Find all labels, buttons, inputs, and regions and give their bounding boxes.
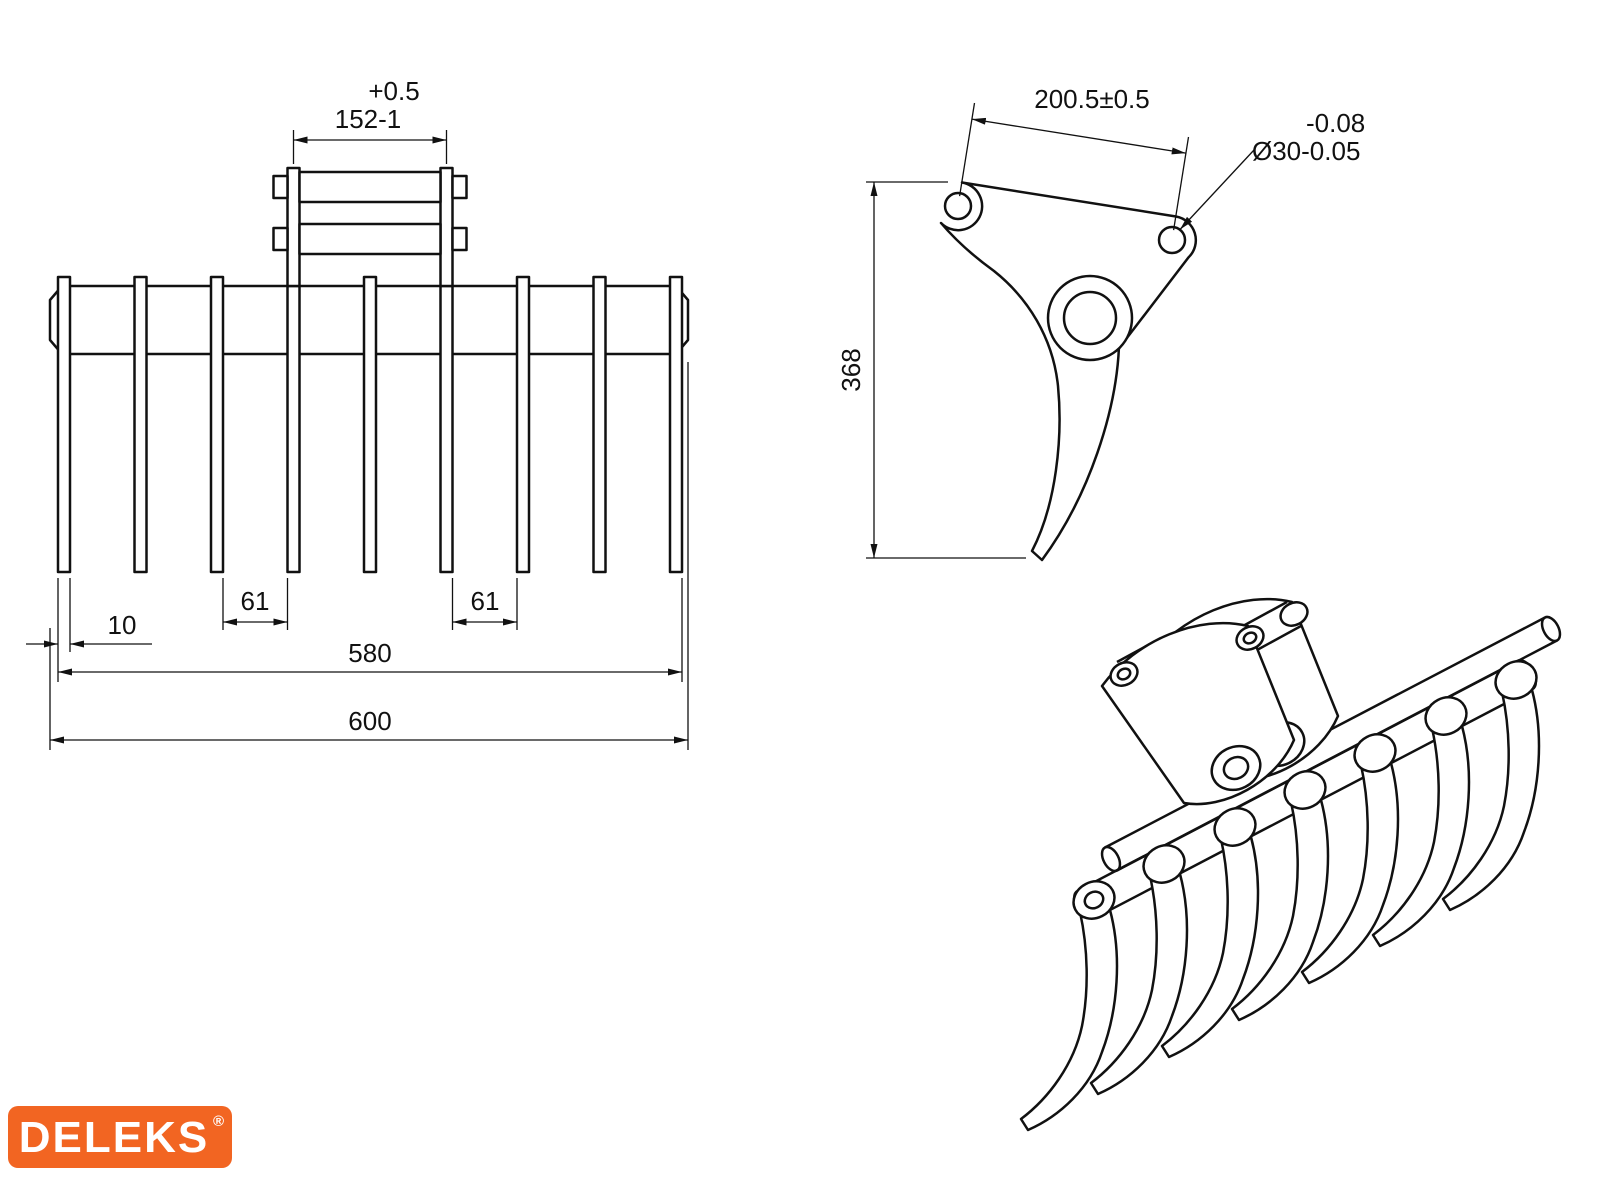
dim-line-pin-distance	[971, 117, 1186, 155]
logo-text: DELEKS	[19, 1113, 209, 1162]
tine	[362, 275, 378, 574]
front-view-dimensions: +0.5 152-1 10 61 61 580	[26, 76, 689, 750]
dim-height: 368	[836, 348, 866, 391]
iso-tine	[1300, 733, 1400, 985]
bracket-pin-bore	[1116, 667, 1132, 681]
isometric-view	[1019, 597, 1562, 1132]
tine-lobe	[1424, 696, 1468, 736]
dim-coupler-tolerance: +0.5	[368, 76, 419, 106]
extension-line	[1172, 136, 1190, 231]
tine	[56, 275, 72, 574]
logo-background	[8, 1106, 232, 1168]
pin-end-back	[1279, 601, 1309, 627]
dim-tine-gap-right: 61	[471, 586, 500, 616]
pin-cap	[451, 174, 468, 200]
pin-cap	[451, 226, 468, 252]
tine-lobe	[1353, 733, 1397, 773]
bracket-pin-boss	[1235, 625, 1265, 651]
dim-overall-width: 600	[348, 706, 391, 736]
pin-edge	[1256, 624, 1302, 652]
dim-tine-span: 580	[348, 638, 391, 668]
side-view: 200.5±0.5 -0.08 Ø30-0.05 368	[836, 84, 1365, 562]
pin-edge	[1242, 600, 1288, 628]
iso-tine-front	[1019, 880, 1119, 1132]
tine	[286, 284, 301, 574]
logo-registered-mark: ®	[213, 1113, 224, 1130]
dim-bore-tolerance: -0.08	[1306, 108, 1365, 138]
iso-tine	[1441, 660, 1541, 912]
front-view: +0.5 152-1 10 61 61 580	[26, 76, 690, 750]
leader-line-bore	[1179, 149, 1255, 230]
tine	[209, 275, 225, 574]
pivot-bore	[1062, 290, 1118, 346]
tine-lobe-bore	[1083, 890, 1105, 910]
tine-plate-outline	[939, 181, 1198, 562]
pin-bore-right	[1157, 225, 1187, 255]
bracket-pin-bore	[1242, 631, 1258, 645]
iso-tine	[1160, 807, 1260, 1059]
iso-tine	[1230, 770, 1330, 1022]
bracket-pin-boss	[1109, 661, 1139, 687]
bracket-plate-left	[286, 166, 301, 288]
pin-cap	[272, 174, 289, 200]
tine-lobe	[1494, 660, 1538, 700]
coupler-pin-top	[298, 170, 442, 204]
tine-lobe	[1142, 844, 1186, 884]
pivot-boss	[1046, 274, 1134, 362]
tine	[592, 275, 607, 574]
iso-tine	[1089, 844, 1189, 1096]
side-view-dimensions: 200.5±0.5 -0.08 Ø30-0.05 368	[836, 84, 1365, 559]
dim-pin-distance: 200.5±0.5	[1034, 84, 1149, 114]
tine	[668, 275, 684, 574]
dim-coupler-width: 152-1	[335, 104, 402, 134]
dim-tine-thickness: 10	[108, 610, 137, 640]
coupler-bracket	[272, 166, 468, 288]
tine-lobe	[1213, 807, 1257, 847]
dim-tine-gap-left: 61	[241, 586, 270, 616]
tine	[133, 275, 148, 574]
bracket-pivot-boss	[1210, 744, 1262, 792]
pin-bore-left	[943, 191, 973, 221]
iso-tines	[1019, 660, 1541, 1132]
deleks-logo: DELEKS ®	[8, 1106, 232, 1168]
dim-bore-diameter: Ø30-0.05	[1252, 136, 1360, 166]
coupler-pin-bottom	[298, 222, 442, 256]
iso-tine	[1371, 696, 1471, 948]
bracket-pivot-bore	[1222, 755, 1250, 781]
tines	[56, 275, 684, 574]
tine	[439, 284, 454, 574]
tine-lobe	[1283, 770, 1327, 810]
iso-bracket	[1100, 597, 1340, 806]
bracket-plate-right	[439, 166, 454, 288]
tine	[515, 275, 531, 574]
tine-lobe	[1072, 880, 1116, 920]
pin-cap	[272, 226, 289, 252]
